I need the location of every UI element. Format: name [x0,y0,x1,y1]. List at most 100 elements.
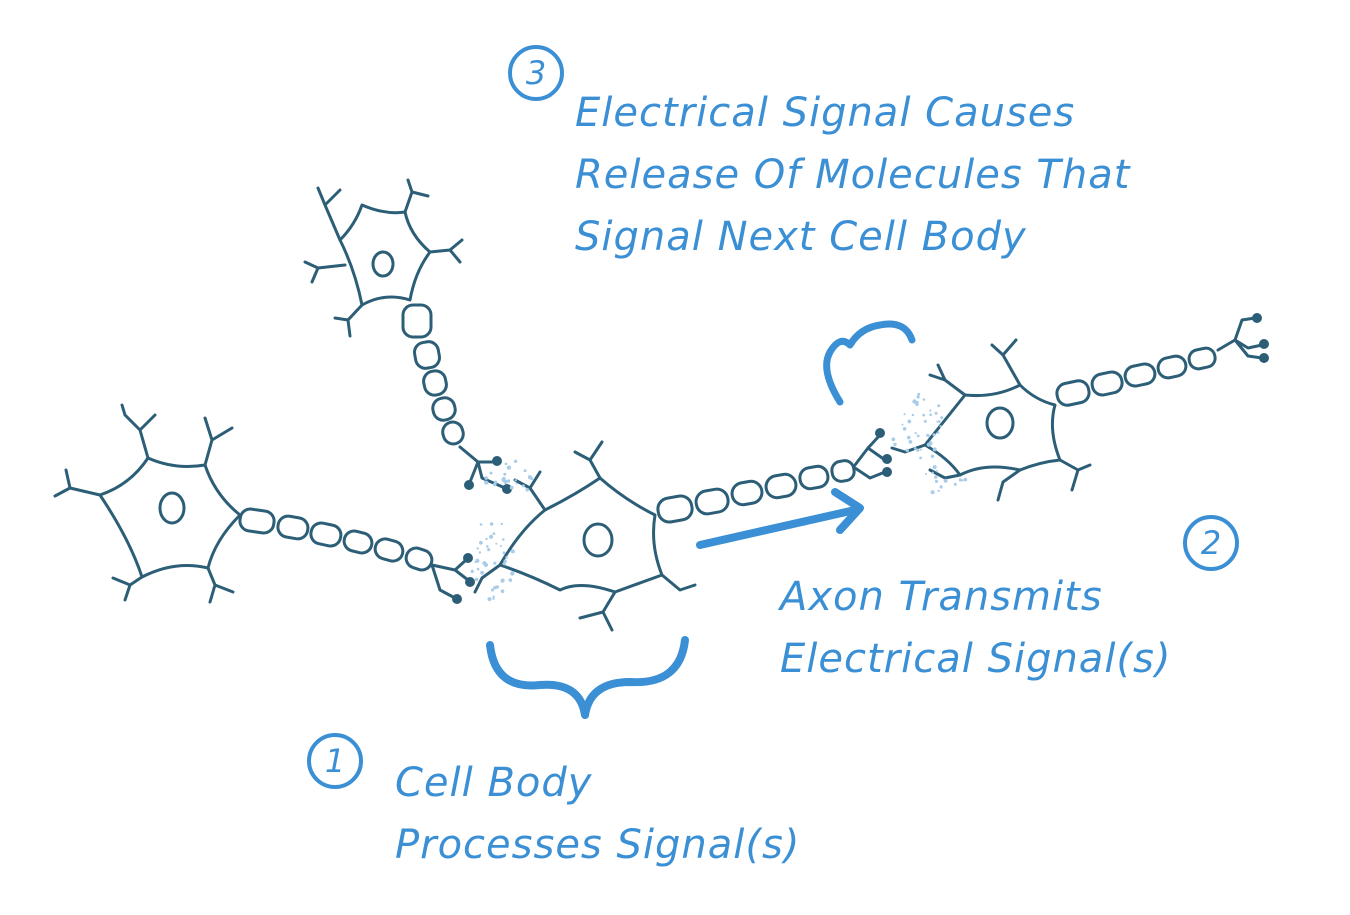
synapse-dot [935,470,938,473]
synapse-dot [502,551,506,555]
synapse-dot [504,462,508,466]
synapse-dot [527,475,532,480]
synapse-dot [929,413,932,417]
synapse-dot [901,423,904,426]
axon-terminal [430,558,470,600]
terminal-bulb [464,480,474,490]
dendrite [206,566,235,604]
synapse-dot [491,588,495,592]
synapse-dot [963,477,968,482]
synapse-dot [513,459,518,463]
synapse-dot [917,392,921,396]
dendrite [1058,458,1092,492]
synapse-dot [476,567,480,571]
dendrite [573,440,604,480]
step-3-label: Electrical Signal Causes Release Of Mole… [575,82,1130,268]
step-2-line-1: Axon Transmits [780,574,1103,620]
terminal-bulb [492,456,502,466]
synapse-dot [916,448,920,452]
synapse-dot [521,484,525,488]
synapse-dot [925,472,927,475]
synapse-dot [911,413,915,417]
synapse-dot [914,432,917,435]
synapse-dot [482,561,487,566]
synapse-dot [919,456,922,460]
synapse-dot [943,478,948,483]
synapse-dot [478,551,482,554]
synapse-dot [913,447,917,450]
synapse-dot [902,427,907,431]
synapse-dot [931,471,934,474]
synapse-dot [930,454,935,458]
synapse-dot [475,558,480,563]
synapse-dot [939,425,942,428]
axon-left [238,507,434,572]
synapse-dot [936,431,940,434]
terminal-bulb [1259,353,1269,363]
neuron-left [53,403,475,604]
step-2-badge: 2 [1183,515,1239,571]
synapse-dot [514,479,517,482]
terminal-bulb [452,594,462,604]
synapse-dot [485,537,488,541]
terminal-bulb [463,553,473,563]
axon-arrow-shaft [696,506,859,549]
dendrite [333,303,364,338]
synapse-dot [905,448,909,453]
synapse-dot [500,545,502,547]
synapse-dot [505,556,508,559]
synapse-dot [893,442,897,447]
synapse-dot [525,487,530,492]
synapse-dot [493,585,497,590]
step-1-line-1: Cell Body [395,760,593,806]
synapse-dot [523,469,527,473]
synapse-dot [916,434,920,438]
cell-body-left [98,456,242,579]
nucleus-left [158,491,186,525]
synapse-dot [939,485,943,489]
synapse-dots [470,392,968,602]
synapse-dot [489,534,494,539]
synapse-dot [907,435,911,440]
step-3-badge: 3 [508,45,564,101]
nucleus-middle [582,522,614,558]
axon-top [401,303,465,446]
dendrite [660,573,697,592]
synapse-dot [484,480,489,485]
dendrite [316,186,342,242]
dendrite [203,416,234,467]
synapse-dot [927,435,931,438]
synapse-dot [500,522,503,526]
axon-arrow-head [831,488,864,534]
dendrite [996,468,1022,502]
synapse-dot [891,437,896,442]
dendrite [53,468,102,498]
synapse-dot [953,482,957,486]
cell-body-middle [498,476,664,594]
dendrite [428,238,464,264]
synapse-dot [923,419,927,423]
synapse-dot [503,472,507,476]
synapse-dot [934,479,939,483]
synapse-dot [903,413,906,416]
step-2-line-2: Electrical Signal(s) [780,636,1172,682]
dendrite [890,443,927,454]
nucleus-top [371,250,395,278]
synapse-dot [922,398,926,401]
cell-body-top [338,203,432,307]
synapse-dot [500,578,505,583]
dendrite [111,575,144,602]
dendrite [473,563,502,594]
synapse-dot [493,482,497,487]
dendrite [120,403,157,460]
synapse-dot [503,559,507,563]
dendrite [990,338,1022,387]
synapse-dot [493,561,497,565]
synapse-dot [474,577,479,582]
synapse-dot [484,476,489,480]
step-2-label: Axon Transmits Electrical Signal(s) [780,566,1171,690]
terminal-bulb [882,467,892,477]
step-3-line-2: Release Of Molecules That [575,152,1131,198]
synapse-dot [502,538,505,541]
